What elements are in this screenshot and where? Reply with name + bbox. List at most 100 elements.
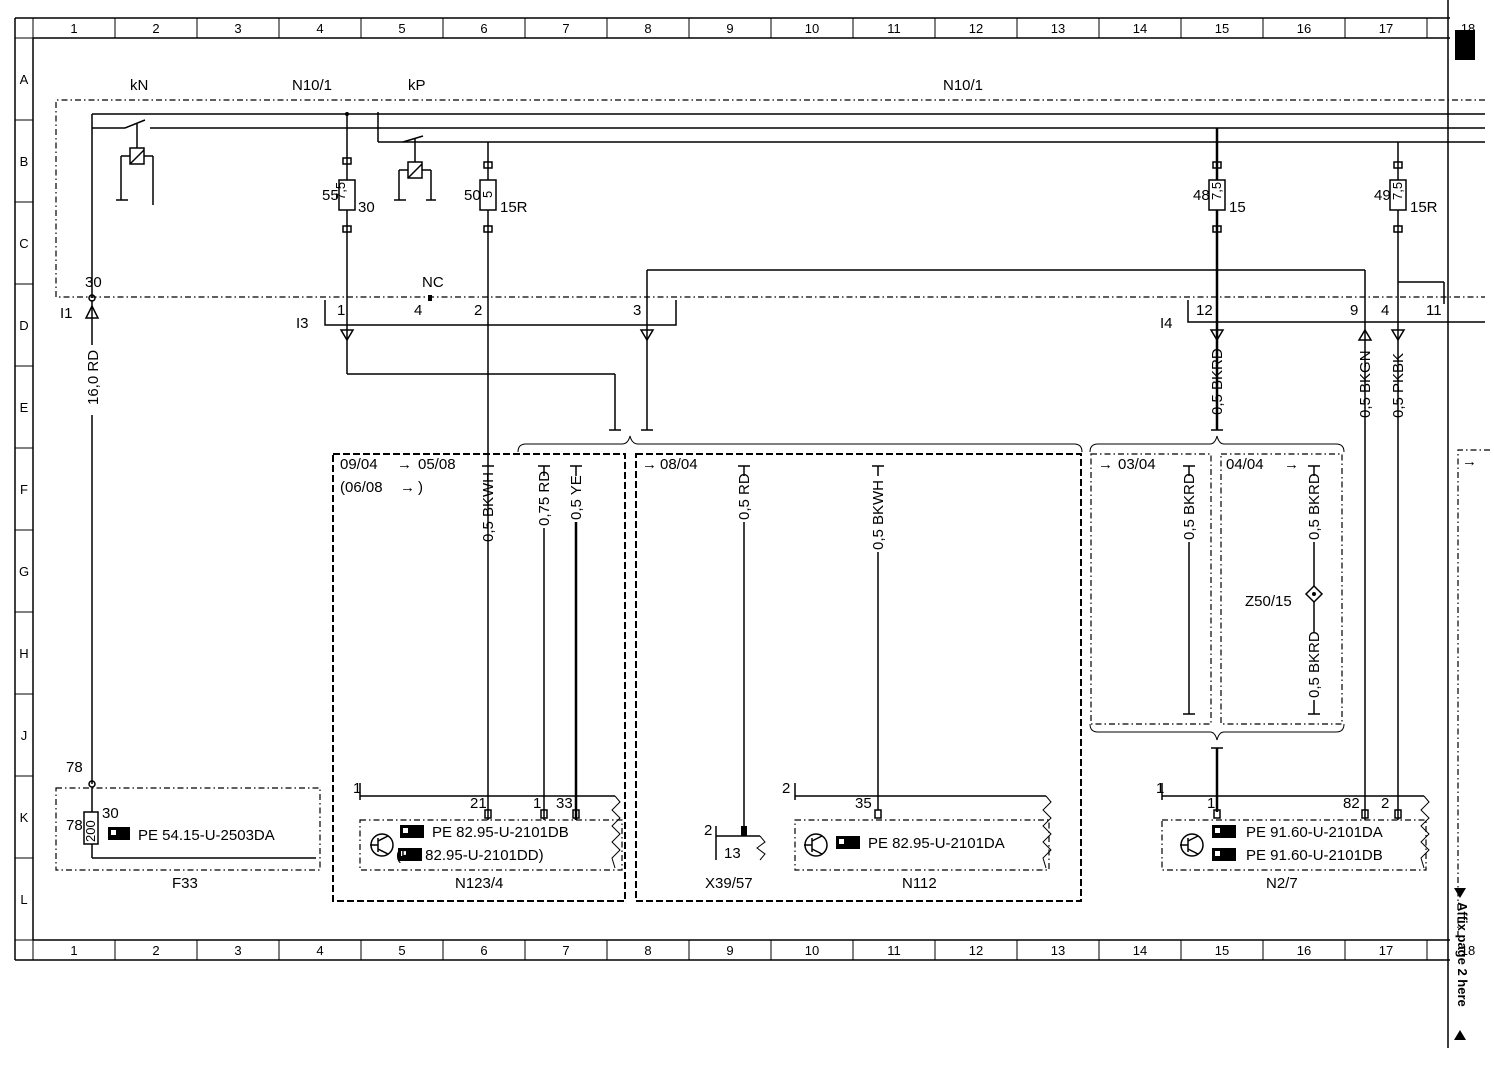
- component-F33: 78 200 30 78 PE 54.15-U-2503DA F33: [55, 759, 321, 892]
- F33-fuse-value: 200: [83, 820, 98, 842]
- reference-hand-icon: [1212, 825, 1236, 861]
- relay-kP: [394, 135, 436, 201]
- N112-connector: 2: [782, 780, 790, 797]
- column-label-5: 5: [398, 21, 405, 36]
- X39-57-pin-13: 13: [724, 845, 741, 862]
- column-label-14: 14: [1133, 943, 1147, 958]
- pin-3: 3: [633, 302, 641, 319]
- column-label-10: 10: [805, 21, 819, 36]
- column-label-1: 1: [70, 943, 77, 958]
- wire-label-pkbk: 0,5 PKBK: [1390, 353, 1407, 418]
- connector-I4: I4 12 9 4 11: [1160, 300, 1485, 820]
- wire-label-075rd: 0,75 RD: [536, 471, 553, 526]
- component-N2-7: 1 1 82 2 PE 91.60-U-2101DA PE 91.60-U-21…: [1156, 780, 1430, 892]
- fuse-49-number: 49: [1374, 187, 1391, 204]
- grid-ticks: [15, 18, 1428, 960]
- pin-2: 2: [474, 302, 482, 319]
- column-label-17: 17: [1379, 21, 1393, 36]
- column-label-2: 2: [152, 943, 159, 958]
- column-label-9: 9: [726, 21, 733, 36]
- N123-4-pin-21: 21: [470, 795, 487, 812]
- row-label-E: E: [20, 400, 29, 415]
- variant-box-4: 04/04 → 0,5 BKRD Z50/15 0,5 BKRD: [1220, 453, 1343, 725]
- variant-1-alt-close: ): [418, 479, 423, 496]
- column-label-18: 18: [1461, 21, 1475, 36]
- arrow-icon: →: [1284, 456, 1299, 473]
- column-label-7: 7: [562, 943, 569, 958]
- row-label-L: L: [20, 892, 27, 907]
- fuse-49-rating: 7,5: [1390, 182, 1405, 200]
- variant-3-from: 03/04: [1118, 456, 1156, 473]
- variant-2-from: 08/04: [660, 456, 698, 473]
- fuse-55-terminal: 30: [358, 199, 375, 216]
- arrow-icon: →: [1462, 453, 1477, 470]
- N112-pin-35: 35: [855, 795, 872, 812]
- transistor-icon: [370, 833, 394, 857]
- row-label-B: B: [20, 154, 29, 169]
- F33-pin-b: 78: [66, 817, 83, 834]
- N2-7-reference-2: PE 91.60-U-2101DB: [1246, 847, 1383, 864]
- F33-pin-a: 30: [102, 805, 119, 822]
- column-label-16: 16: [1297, 943, 1311, 958]
- module-N10-1-boundary: [55, 99, 1485, 298]
- column-label-14: 14: [1133, 21, 1147, 36]
- N112-reference: PE 82.95-U-2101DA: [868, 835, 1005, 852]
- label-N10-1-left: N10/1: [292, 77, 332, 94]
- transistor-icon: [804, 833, 828, 857]
- fuse-49-terminal: 15R: [1410, 199, 1438, 216]
- fuse-50-terminal: 15R: [500, 199, 528, 216]
- row-label-H: H: [19, 646, 28, 661]
- column-label-2: 2: [152, 21, 159, 36]
- variant-box-partial-right: →: [1457, 449, 1490, 940]
- row-label-A: A: [20, 72, 29, 87]
- N2-7-pin-2: 2: [1381, 795, 1389, 812]
- N123-4-pin-1: 1: [533, 795, 541, 812]
- N123-4-reference-2: (PE 82.95-U-2101DD): [396, 847, 544, 864]
- column-label-4: 4: [316, 943, 323, 958]
- N2-7-label: N2/7: [1266, 875, 1298, 892]
- column-label-17: 17: [1379, 943, 1393, 958]
- X39-57-connector: 2: [704, 822, 712, 839]
- pin-4b: 4: [1381, 302, 1389, 319]
- N2-7-pin-1: 1: [1207, 795, 1215, 812]
- wire-label-16RD: 16,0 RD: [85, 350, 102, 405]
- reference-hand-icon: [398, 825, 424, 861]
- row-label-C: C: [19, 236, 28, 251]
- component-N112: 2 35 PE 82.95-U-2101DA N112: [782, 780, 1052, 892]
- arrow-icon: →: [400, 479, 415, 496]
- fuse-50-number: 50: [464, 187, 481, 204]
- column-label-8: 8: [644, 21, 651, 36]
- N2-7-pin-82: 82: [1343, 795, 1360, 812]
- arrow-icon: →: [1098, 456, 1113, 473]
- triangle-up-icon: [1454, 1030, 1466, 1040]
- frame: [14, 0, 1475, 1048]
- fuse-55-number: 55: [322, 187, 339, 204]
- column-label-15: 15: [1215, 943, 1229, 958]
- connector-I1: I1: [60, 300, 100, 330]
- arrow-icon: →: [397, 456, 412, 473]
- fuse-55: 7,5 55 30: [322, 112, 375, 304]
- fuse-50: 5 50 15R: [464, 142, 528, 304]
- X39-57-label: X39/57: [705, 875, 753, 892]
- pin-9: 9: [1350, 302, 1358, 319]
- N2-7-connector: 1: [1156, 780, 1164, 797]
- component-N123-4: 1 21 1 33 PE 82.95-U-2101DB (PE 82.95-U-…: [353, 780, 623, 892]
- N123-4-pin-33: 33: [556, 795, 573, 812]
- connector-I1-label: I1: [60, 305, 73, 322]
- connector-I4-label: I4: [1160, 315, 1173, 332]
- reference-hand-icon: [108, 827, 130, 840]
- variant-box-1: 09/04 → 05/08 (06/08 → ) 0,5 BKWH 0,75 R…: [332, 453, 626, 902]
- side-note: Affix page 2 here: [1454, 888, 1470, 1040]
- column-label-4: 4: [316, 21, 323, 36]
- wire-label-05rd: 0,5 RD: [736, 473, 753, 520]
- column-label-6: 6: [480, 943, 487, 958]
- wire-label-bkrd4: 0,5 BKRD: [1306, 631, 1323, 698]
- N123-4-label: N123/4: [455, 875, 503, 892]
- variant-4-from: 04/04: [1226, 456, 1264, 473]
- fuse-48-rating: 7,5: [1209, 182, 1224, 200]
- corner-marker: [1455, 30, 1475, 60]
- label-kP: kP: [408, 77, 426, 94]
